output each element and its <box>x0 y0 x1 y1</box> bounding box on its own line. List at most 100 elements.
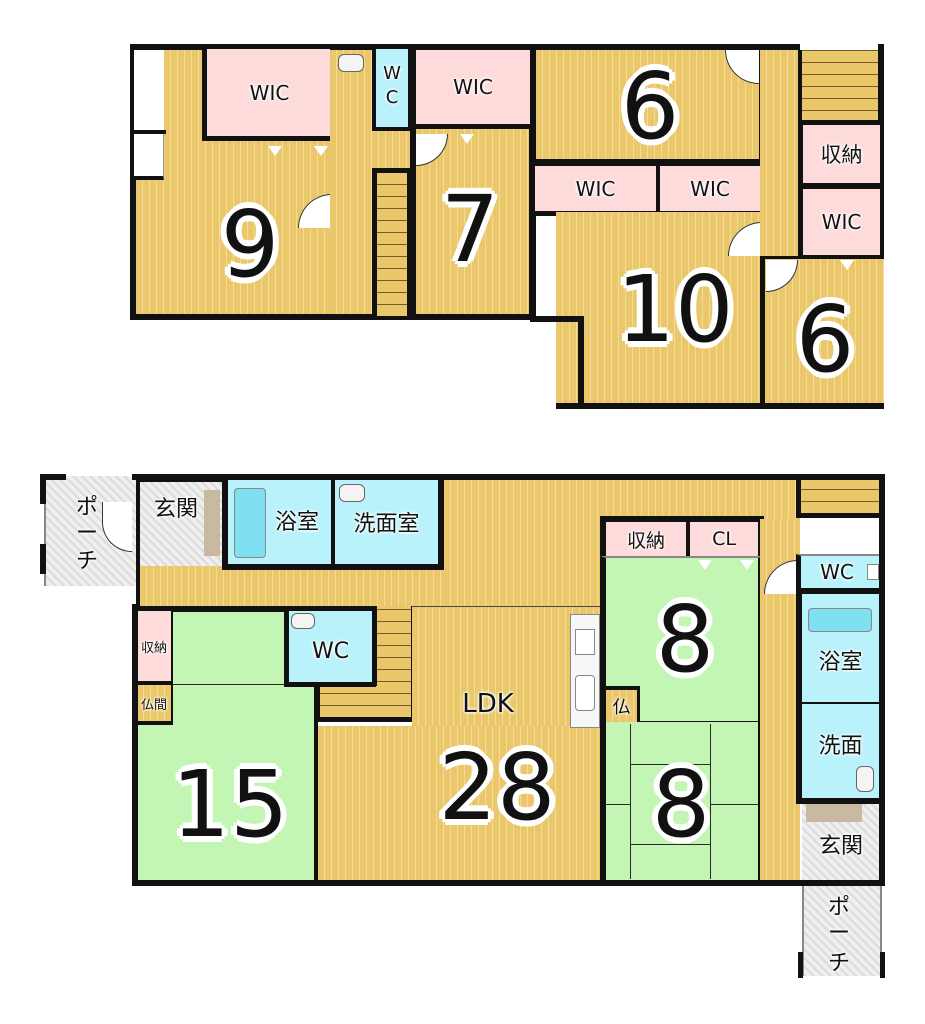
closet-door-icon <box>740 560 754 570</box>
bathroom-right: 浴室 <box>796 594 885 706</box>
closet-door-icon <box>840 260 854 270</box>
wic-room-7: WIC <box>416 50 530 129</box>
wic-room-10-b: WIC <box>656 161 765 216</box>
upper-wc: W C <box>372 49 412 131</box>
upper-staircase-right[interactable] <box>798 50 878 122</box>
room-size-label: 6 <box>795 285 855 393</box>
closet-door-icon <box>314 146 328 156</box>
room-size-label: 8 <box>655 585 715 693</box>
washroom-label: 洗面 <box>818 734 863 759</box>
ldk-label: LDK <box>462 689 514 719</box>
porch-label-1: ポ <box>75 495 98 520</box>
storage-left-overlay: 収納 <box>137 611 171 681</box>
ground-floor-plan: ポ ー チ 玄関 浴室 洗面室 収納 仏間 収納 仏間 15 WC <box>40 474 885 979</box>
room-size-label: 8 <box>651 750 711 858</box>
right-porch <box>802 886 882 976</box>
tatami-seam <box>630 724 631 879</box>
room-size-label: 28 <box>438 733 556 841</box>
wall <box>137 721 173 725</box>
wall <box>137 681 173 685</box>
wic-label: WIC <box>453 75 493 99</box>
ldk-lower <box>314 726 604 886</box>
closet-door-icon <box>460 134 474 144</box>
porch-label-1: ポ <box>827 895 850 920</box>
bathtub-icon <box>234 488 266 558</box>
upper-floor-plan: WIC 9 W C WIC 7 6 WIC WIC 10 収納 WIC <box>130 44 885 409</box>
kitchen-sink-icon <box>575 675 595 711</box>
wc-label: WC <box>311 638 350 664</box>
butsuma-overlay: 仏間 <box>137 685 171 721</box>
left-wall-closet <box>134 50 164 130</box>
wc-label-w: W <box>383 62 401 84</box>
porch-label-3: チ <box>827 951 850 976</box>
tatami-seam <box>710 724 711 879</box>
wic-room-9: WIC <box>202 49 332 141</box>
kitchen-counter <box>570 614 600 728</box>
wall <box>132 604 138 886</box>
shoe-step <box>204 490 220 556</box>
butsudan-label: 仏 <box>612 697 631 718</box>
bathroom-left: 浴室 <box>222 474 334 570</box>
sink-icon <box>291 613 315 629</box>
wc-label: WC <box>820 560 854 584</box>
porch-label-3: チ <box>75 549 98 574</box>
bathtub-icon <box>808 608 872 632</box>
wall <box>879 474 885 886</box>
wall <box>284 682 376 687</box>
shoe-step <box>806 804 862 822</box>
left-wall-closet-2 <box>134 130 164 180</box>
cl-label: CL <box>712 528 736 550</box>
wall <box>798 952 803 978</box>
butsuma-label: 仏間 <box>140 697 167 713</box>
butsudan: 仏 <box>606 686 640 722</box>
storage-label: 収納 <box>820 143 863 167</box>
porch-label-2: ー <box>75 521 98 546</box>
wic-label: WIC <box>249 80 290 105</box>
bath-label: 浴室 <box>274 510 319 535</box>
storage-label: 収納 <box>626 529 665 552</box>
upper-right-hallway <box>760 44 800 259</box>
wc-right: WC <box>796 554 885 594</box>
stove-icon <box>575 629 595 655</box>
wall <box>880 952 885 978</box>
washroom-right: 洗面 <box>796 704 885 804</box>
tatami-seam <box>630 764 710 765</box>
left-hall <box>136 566 446 608</box>
room-size-label: 7 <box>440 175 500 283</box>
wc-center-overlay: WC <box>289 611 372 682</box>
right-upper-hall <box>600 474 800 519</box>
balcony-gap <box>530 216 560 316</box>
room-size-label: 6 <box>620 53 680 160</box>
sink-icon <box>856 766 874 792</box>
wall <box>171 611 173 725</box>
storage-mid: 収納 <box>600 516 690 556</box>
upper-staircase[interactable] <box>372 168 412 316</box>
wall <box>130 130 166 134</box>
wall <box>878 44 884 409</box>
toilet-icon <box>867 564 879 580</box>
entrance-label: 玄関 <box>818 834 863 859</box>
storage-upper: 収納 <box>798 120 880 188</box>
ground-staircase-right[interactable] <box>796 474 885 518</box>
room-size-label: 9 <box>220 190 280 298</box>
closet-door-icon <box>268 146 282 156</box>
washroom-left: 洗面室 <box>332 474 444 570</box>
sink-icon <box>339 484 365 502</box>
ldk-upper <box>444 474 604 608</box>
wall <box>284 606 289 686</box>
closet-door-icon <box>698 560 712 570</box>
storage-label: 収納 <box>140 640 167 656</box>
wic-label: WIC <box>821 210 862 234</box>
tatami-seam <box>606 804 630 805</box>
tatami-seam <box>710 804 758 805</box>
room-6-top <box>530 44 765 164</box>
room-size-label: 15 <box>171 750 289 858</box>
wic-upper-right: WIC <box>798 184 880 260</box>
wall <box>578 316 584 409</box>
wall <box>530 316 580 322</box>
room-size-label: 10 <box>616 255 734 363</box>
wall <box>372 606 377 686</box>
wall <box>132 880 885 886</box>
wc-label-c: C <box>385 86 399 108</box>
wic-room-10-a: WIC <box>530 161 660 216</box>
